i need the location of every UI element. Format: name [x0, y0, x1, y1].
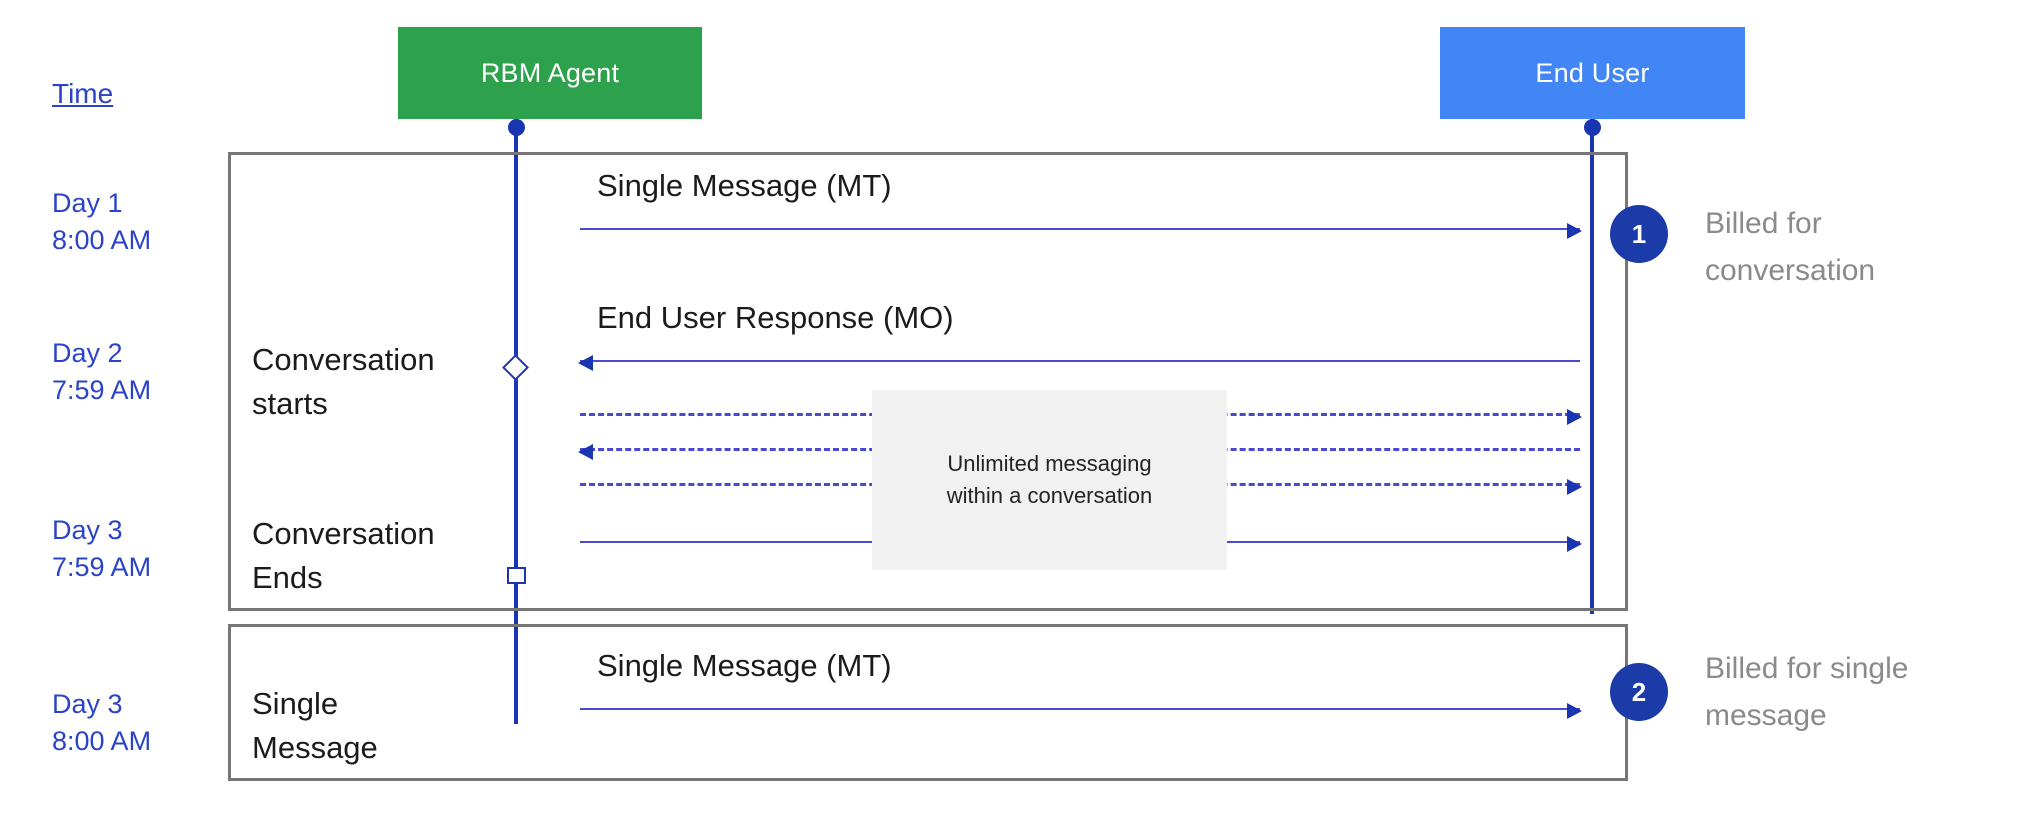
lifeline-rbm-agent: [514, 119, 518, 724]
unlimited-messaging-note-text: Unlimited messaging within a conversatio…: [946, 451, 1153, 508]
callout-badge-2-number: 2: [1631, 676, 1647, 707]
message-arrow-single-message-mt-2: [580, 703, 1582, 719]
conversation-end-square-icon: [507, 567, 526, 584]
actor-end-user-label: End User: [1535, 57, 1650, 88]
lifeline-end-user: [1590, 119, 1594, 614]
phase-label-conversation-starts: Conversation starts: [252, 342, 435, 421]
message-label-single-message-mt-2: Single Message (MT): [597, 648, 892, 683]
callout-badge-2: 2: [1610, 663, 1668, 721]
actor-rbm-agent-label: RBM Agent: [480, 57, 620, 88]
unlimited-messaging-note: Unlimited messaging within a conversatio…: [872, 390, 1227, 570]
phase-label-single-message: Single Message: [252, 686, 378, 765]
callout-text-1: Billed for conversation: [1705, 207, 1876, 287]
callout-badge-1-number: 1: [1631, 218, 1647, 249]
actor-end-user: End User: [1440, 27, 1745, 119]
time-label-day1: Day 1 8:00 AM: [52, 188, 152, 255]
message-label-end-user-response-mo: End User Response (MO): [597, 300, 954, 335]
callout-text-2: Billed for single message: [1705, 652, 1909, 732]
time-column-heading: Time: [52, 78, 114, 109]
arrowhead-right-icon: [1567, 703, 1582, 719]
actor-rbm-agent: RBM Agent: [398, 27, 702, 119]
time-label-day3-single: Day 3 8:00 AM: [52, 689, 152, 756]
phase-label-conversation-ends: Conversation Ends: [252, 516, 435, 595]
callout-badge-1: 1: [1610, 205, 1668, 263]
arrowhead-left-icon: [578, 444, 593, 460]
message-label-single-message-mt-1: Single Message (MT): [597, 168, 892, 203]
arrowhead-right-icon: [1567, 536, 1582, 552]
message-arrow-single-message-mt-1: [580, 223, 1582, 239]
arrowhead-right-icon: [1567, 409, 1582, 425]
arrowhead-left-icon: [578, 355, 593, 371]
arrowhead-right-icon: [1567, 479, 1582, 495]
time-label-day3-end: Day 3 7:59 AM: [52, 515, 152, 582]
group-box-single-message: [228, 624, 1628, 781]
group-box-conversation: [228, 152, 1628, 611]
time-label-day2: Day 2 7:59 AM: [52, 338, 152, 405]
arrowhead-right-icon: [1567, 223, 1582, 239]
message-arrow-end-user-response-mo: [578, 355, 1580, 371]
